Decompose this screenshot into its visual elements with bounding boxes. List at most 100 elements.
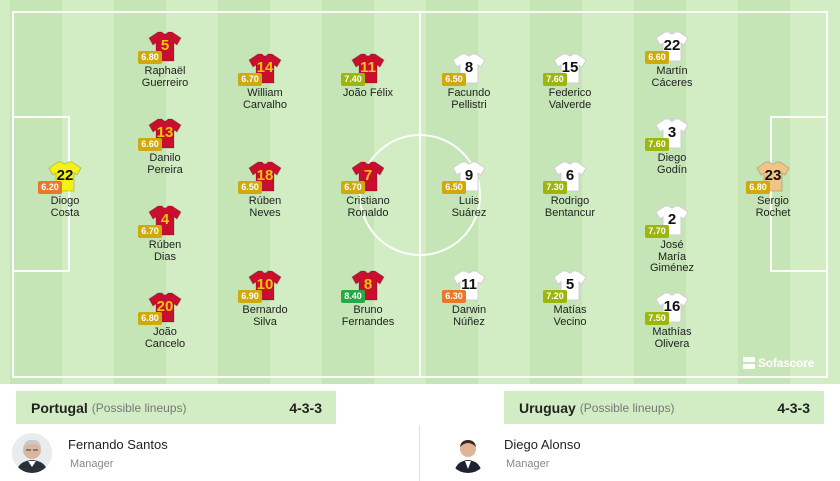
home-manager[interactable]: Fernando Santos Manager — [12, 425, 168, 481]
away-lineup-type: (Possible lineups) — [579, 400, 675, 415]
home-formation: 4-3-3 — [289, 399, 322, 416]
player-name-line: Pereira — [147, 163, 183, 176]
shirt-number: 22 — [56, 167, 74, 184]
shirt-number: 11 — [360, 59, 376, 76]
rating-badge: 6.70 — [341, 181, 365, 194]
away-formation: 4-3-3 — [777, 399, 810, 416]
player-name-line: Costa — [50, 206, 80, 219]
player-name-line: Giménez — [649, 262, 695, 274]
shirt-number: 4 — [160, 211, 170, 228]
shirt-number: 15 — [561, 59, 579, 76]
home-manager-avatar — [12, 433, 52, 473]
player-name-line: Rochet — [755, 206, 791, 219]
shirt-number: 6 — [565, 167, 575, 184]
rating-badge: 6.50 — [442, 73, 466, 86]
player-name-line: Diogo — [50, 195, 80, 207]
player-name-line: Suárez — [451, 206, 487, 219]
player-name-line: Silva — [253, 315, 277, 328]
shirt-icon: 18 — [248, 160, 282, 192]
rating-badge: 6.90 — [238, 290, 262, 303]
away-manager-role: Manager — [506, 457, 550, 470]
rating-badge: 7.60 — [543, 73, 567, 86]
shirt-number: 13 — [156, 124, 174, 141]
player-name-line: Valverde — [548, 98, 592, 111]
left-penalty-box — [12, 116, 70, 272]
player-name-line: Rúben — [148, 239, 182, 251]
player-name-line: Federico — [548, 87, 592, 99]
player-name-line: Godín — [657, 163, 687, 176]
player-name-line: Pellistri — [451, 98, 487, 111]
player-name-line: Martín — [656, 65, 688, 77]
player-name-line: María — [657, 250, 687, 263]
player-name-line: Rodrigo — [550, 195, 590, 207]
player-name-line: Facundo — [447, 87, 491, 99]
away-manager-name: Diego Alonso — [504, 436, 581, 452]
home-team-bar[interactable]: Portugal (Possible lineups) 4-3-3 — [16, 391, 336, 424]
player-name: João Félix — [313, 87, 423, 100]
rating-badge: 7.40 — [341, 73, 365, 86]
right-penalty-box — [770, 116, 828, 272]
shirt-number: 16 — [663, 298, 681, 315]
away-team-bar[interactable]: Uruguay (Possible lineups) 4-3-3 — [504, 391, 824, 424]
rating-badge: 6.30 — [442, 290, 466, 303]
shirt-number: 8 — [464, 59, 474, 76]
sofascore-logo-icon — [743, 357, 755, 369]
player-name-line: Núñez — [453, 315, 485, 328]
rating-badge: 6.70 — [238, 73, 262, 86]
player-name-line: Darwin — [451, 304, 487, 316]
rating-badge: 8.40 — [341, 290, 365, 303]
shirt-number: 14 — [256, 59, 274, 76]
rating-badge: 6.70 — [138, 225, 162, 238]
sofascore-brand-text: Sofascore — [758, 356, 815, 370]
player-name-line: João — [153, 326, 177, 338]
away-team-name: Uruguay — [519, 399, 576, 416]
rating-badge: 7.60 — [645, 138, 669, 151]
shirt-number: 7 — [363, 167, 373, 184]
player-name-line: Cancelo — [144, 337, 186, 350]
rating-badge: 6.20 — [38, 181, 62, 194]
sofascore-watermark: Sofascore — [743, 356, 814, 370]
player-name-line: Bernardo — [242, 304, 288, 316]
player-name-line: Danilo — [149, 152, 181, 164]
player-name-line: Dias — [153, 250, 176, 263]
shirt-number: 18 — [256, 167, 274, 184]
shirt-number: 23 — [764, 167, 782, 184]
player-name-line: Vecino — [553, 315, 587, 328]
away-manager[interactable]: Diego Alonso Manager — [448, 425, 581, 481]
player-name-line: Neves — [249, 206, 281, 219]
shirt-number: 8 — [363, 276, 373, 293]
player-name-line: Ronaldo — [347, 206, 389, 219]
player-name-line: Diego — [657, 152, 687, 164]
home-manager-name: Fernando Santos — [68, 436, 168, 452]
player-name-line: Guerreiro — [141, 76, 189, 89]
player-name-line: Bentancur — [544, 206, 596, 219]
player-name-line: João Félix — [342, 87, 394, 99]
rating-badge: 6.50 — [442, 181, 466, 194]
rating-badge: 7.50 — [645, 312, 669, 325]
player-name-line: Raphaël — [144, 65, 186, 77]
rating-badge: 6.60 — [645, 51, 669, 64]
rating-badge: 7.70 — [645, 225, 669, 238]
player-name-line: William — [247, 87, 283, 99]
rating-badge: 6.80 — [746, 181, 770, 194]
player-name-line: Cáceres — [651, 76, 693, 89]
center-circle — [359, 134, 481, 256]
